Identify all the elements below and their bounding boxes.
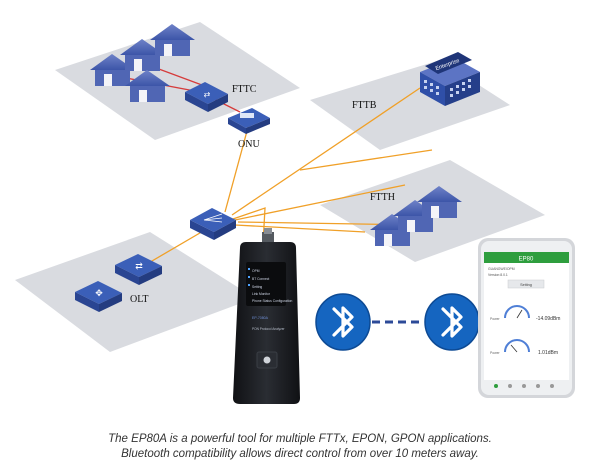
phone-nav-icon[interactable] xyxy=(494,384,498,388)
onu-icon xyxy=(228,108,270,134)
olt-router-icon: ✥ xyxy=(75,281,122,312)
device-brand: EP-7080A xyxy=(252,316,269,320)
svg-text:⇄: ⇄ xyxy=(135,261,143,271)
ftth-houses xyxy=(370,186,462,246)
olt-switch-icon: ⇄ xyxy=(115,254,162,285)
reading-value: 1.01dBm xyxy=(538,350,558,356)
svg-text:✥: ✥ xyxy=(95,288,103,298)
device-menu-item: Link Monitor xyxy=(252,292,271,296)
house-icon xyxy=(150,24,195,56)
device-subtitle: PON Protocol Analyzer xyxy=(252,327,286,331)
device-menu-item: BT Connect xyxy=(252,277,269,281)
phone-nav-icon[interactable] xyxy=(550,384,554,388)
house-icon xyxy=(417,186,462,218)
phone-nav-icon[interactable] xyxy=(536,384,540,388)
bluetooth-left-icon xyxy=(315,293,371,351)
phone-setting-button[interactable] xyxy=(507,279,545,289)
enterprise-building-icon: Enterprise xyxy=(420,52,480,106)
device-menu-item: Phone Status Configuration xyxy=(252,299,292,303)
house-icon xyxy=(125,70,170,102)
caption: The EP80A is a powerful tool for multipl… xyxy=(0,432,600,462)
network-diagram: ⇄ Enterprise xyxy=(15,22,575,404)
house-icon xyxy=(90,54,135,86)
ep80a-device: OPM BT Connect Setting Link Monitor Phon… xyxy=(233,228,300,404)
phone-setting-label: Setting xyxy=(520,283,532,287)
smartphone: EP80 GUANGWEIOPM Version:8.0.1 Setting P… xyxy=(478,238,575,398)
fttc-houses xyxy=(90,24,195,102)
reading-label: Power xyxy=(490,351,500,355)
splitter-icon xyxy=(190,208,236,240)
phone-nav-icon[interactable] xyxy=(508,384,512,388)
phone-info-line: GUANGWEIOPM xyxy=(488,267,515,271)
reading-value: -14.09dBm xyxy=(536,316,560,322)
phone-app-title: EP80 xyxy=(519,257,534,263)
phone-info-line: Version:8.0.1 xyxy=(488,273,508,277)
phone-nav-icon[interactable] xyxy=(522,384,526,388)
device-menu-item: Setting xyxy=(252,285,262,289)
caption-line-1: The EP80A is a powerful tool for multipl… xyxy=(108,433,492,445)
caption-line-2: Bluetooth compatibility allows direct co… xyxy=(121,448,479,460)
house-icon xyxy=(120,39,165,71)
gauge-icon xyxy=(504,305,530,319)
fttb-label: FTTB xyxy=(352,100,377,111)
onu-label: ONU xyxy=(238,139,260,150)
olt-platform xyxy=(15,232,255,352)
reading-label: Power xyxy=(490,317,500,321)
gauge-icon xyxy=(504,339,530,353)
olt-label: OLT xyxy=(130,294,149,305)
svg-text:⇄: ⇄ xyxy=(204,90,211,99)
fttc-label: FTTC xyxy=(232,84,257,95)
ftth-label: FTTH xyxy=(370,192,395,203)
fttc-switch-icon: ⇄ xyxy=(185,82,228,112)
device-menu-item: OPM xyxy=(252,269,260,273)
bluetooth-right-icon xyxy=(424,293,480,351)
fttc-platform xyxy=(55,22,300,140)
